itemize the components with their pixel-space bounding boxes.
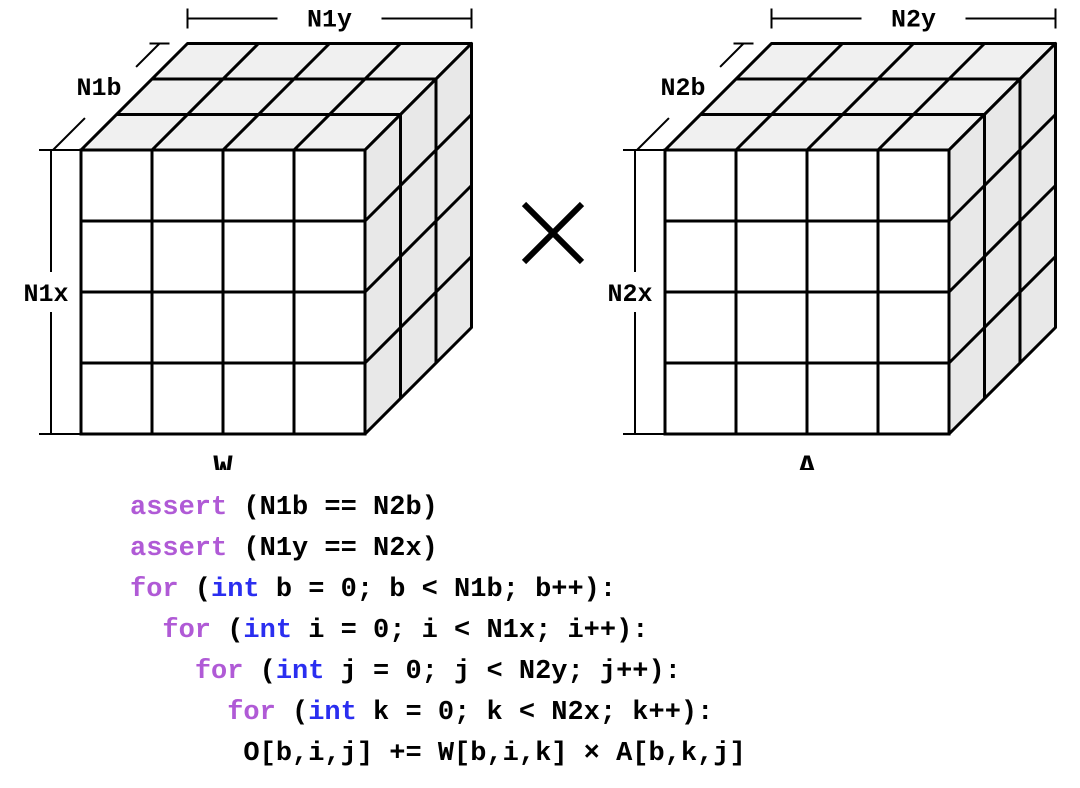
code-line-1: assert (N1b == N2b) (130, 488, 438, 529)
code-text: O[b,i,j] += W[b,i,k] × A[b,k,j] (243, 739, 746, 769)
code-text: j = 0; j < N2y; j++): (324, 657, 681, 687)
code-text: k = 0; k < N2x; k++): (356, 698, 714, 728)
dim-label-depth: N1b (76, 74, 121, 103)
code-type: int (308, 698, 357, 728)
dim-label-side: N2x (607, 280, 652, 309)
code-line-2: assert (N1y == N2x) (130, 529, 438, 570)
code-text: ( (275, 698, 309, 728)
code-indent (130, 698, 227, 728)
dim-label-top: N1y (307, 6, 352, 35)
tensor-name: A (797, 450, 817, 470)
code-line-7: O[b,i,j] += W[b,i,k] × A[b,k,j] (130, 734, 746, 775)
code-type: int (211, 575, 260, 605)
code-text: ( (243, 657, 276, 687)
code-text: (N1y == N2x) (227, 534, 438, 564)
code-keyword: for (227, 698, 276, 728)
code-text: ( (211, 616, 244, 646)
dim-label-side: N1x (23, 280, 68, 309)
code-indent (130, 739, 243, 769)
dim-label-top: N2y (891, 6, 936, 35)
code-text: (N1b == N2b) (227, 493, 438, 523)
code-keyword: for (194, 657, 244, 687)
code-keyword: assert (130, 493, 228, 523)
code-indent (130, 616, 162, 646)
code-type: int (275, 657, 325, 687)
code-text: i = 0; i < N1x; i++): (292, 616, 649, 646)
tensor-name: W (213, 450, 233, 470)
dim-label-depth: N2b (660, 74, 705, 103)
code-line-4: for (int i = 0; i < N1x; i++): (130, 611, 649, 652)
code-keyword: assert (130, 534, 228, 564)
code-indent (130, 657, 195, 687)
code-line-6: for (int k = 0; k < N2x; k++): (130, 693, 713, 734)
code-keyword: for (130, 575, 179, 605)
code-line-5: for (int j = 0; j < N2y; j++): (130, 652, 681, 693)
code-text: b = 0; b < N1b; b++): (259, 575, 617, 605)
multiply-operator (521, 201, 585, 265)
code-line-3: for (int b = 0; b < N1b; b++): (130, 570, 616, 611)
code-keyword: for (162, 616, 212, 646)
code-text: ( (178, 575, 212, 605)
code-type: int (243, 616, 293, 646)
